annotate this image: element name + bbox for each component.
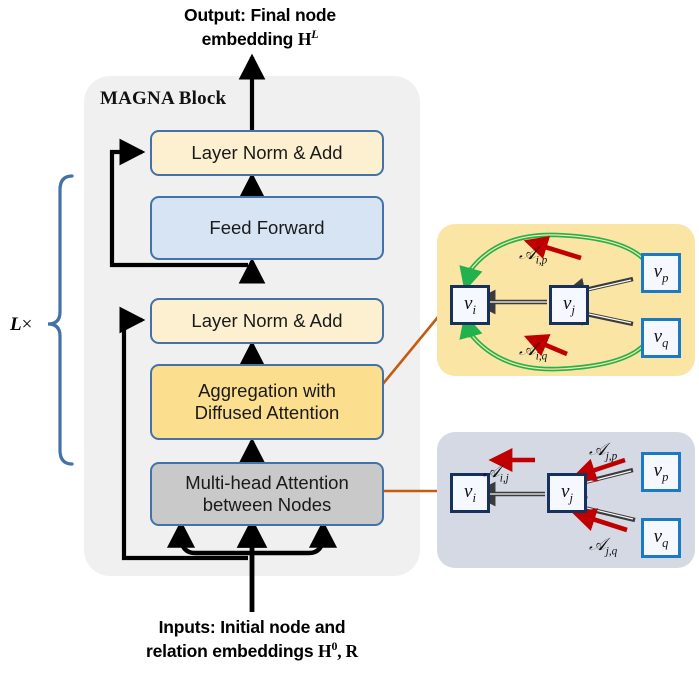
node-label: vq bbox=[653, 325, 669, 350]
block-label: Layer Norm & Add bbox=[191, 310, 343, 332]
node-label: vq bbox=[653, 525, 669, 550]
input-caption-line1: Inputs: Initial node and bbox=[158, 617, 346, 637]
input-caption-superscript: 0 bbox=[331, 639, 338, 654]
residual-connection-top bbox=[109, 138, 248, 268]
node-vi-yellow[interactable]: vi bbox=[450, 285, 490, 325]
node-vj-yellow[interactable]: vj bbox=[549, 285, 589, 325]
output-caption-line2-prefix: embedding bbox=[201, 29, 298, 50]
attention-pointer-j-q bbox=[571, 508, 628, 533]
block-label-line1: Aggregation with bbox=[198, 380, 336, 402]
node-vj-blue[interactable]: vj bbox=[547, 473, 587, 513]
block-label: Feed Forward bbox=[209, 217, 325, 239]
label-attention-j-q: 𝒜j,q bbox=[589, 535, 618, 558]
block-layer-norm-add-top[interactable]: Layer Norm & Add bbox=[150, 130, 384, 176]
arrow-input-right bbox=[252, 520, 338, 556]
output-caption-line1: Output: Final node bbox=[184, 5, 336, 25]
attention-pointer-i-p bbox=[523, 235, 582, 261]
arrow-input-left bbox=[166, 520, 252, 556]
residual-connection-bottom bbox=[119, 306, 248, 561]
output-caption-H: H bbox=[297, 29, 312, 50]
node-label: vj bbox=[563, 292, 575, 317]
label-attention-i-p: 𝒜i,p bbox=[519, 244, 548, 267]
block-label: Layer Norm & Add bbox=[191, 142, 343, 164]
node-vq-yellow[interactable]: vq bbox=[641, 318, 681, 358]
output-caption-line2: embedding HL bbox=[110, 27, 410, 51]
block-layer-norm-add-bottom[interactable]: Layer Norm & Add bbox=[150, 298, 384, 344]
block-feed-forward[interactable]: Feed Forward bbox=[150, 196, 384, 260]
diffusion-arc-bottom-inner bbox=[468, 331, 652, 370]
label-attention-i-q: 𝒜i,q bbox=[519, 340, 548, 363]
input-caption: Inputs: Initial node and relation embedd… bbox=[102, 616, 402, 663]
input-caption-line2-prefix: relation embeddings bbox=[146, 641, 319, 662]
node-vi-blue[interactable]: vi bbox=[450, 473, 490, 513]
output-caption: Output: Final node embedding HL bbox=[110, 4, 410, 51]
repeat-count-label: L× bbox=[10, 314, 32, 336]
node-vp-blue[interactable]: vp bbox=[641, 452, 681, 492]
node-label: vi bbox=[464, 292, 476, 317]
label-attention-i-j: 𝒜i,j bbox=[483, 462, 509, 485]
node-label: vp bbox=[653, 459, 669, 484]
block-multi-head-attention[interactable]: Multi-head Attention between Nodes bbox=[150, 462, 384, 526]
block-label-line2: between Nodes bbox=[202, 494, 332, 515]
node-label: vi bbox=[464, 480, 476, 505]
repeat-count-L: L bbox=[10, 314, 22, 335]
label-attention-j-p: 𝒜j,p bbox=[589, 440, 618, 463]
node-label: vj bbox=[561, 480, 573, 505]
input-caption-line2: relation embeddings H0, R bbox=[102, 639, 402, 663]
input-caption-suffix: , R bbox=[337, 641, 358, 662]
repeat-count-times: × bbox=[21, 314, 33, 335]
block-aggregation-diffused-attention[interactable]: Aggregation with Diffused Attention bbox=[150, 364, 384, 440]
attention-pointer-i-q bbox=[523, 334, 568, 357]
node-vp-yellow[interactable]: vp bbox=[641, 253, 681, 293]
block-label-line2: Diffused Attention bbox=[194, 402, 340, 423]
magna-block-title: MAGNA Block bbox=[100, 88, 227, 109]
diffusion-arc-top-head bbox=[459, 265, 483, 292]
output-caption-superscript: L bbox=[311, 27, 319, 42]
node-vq-blue[interactable]: vq bbox=[641, 518, 681, 558]
input-caption-H: H bbox=[318, 641, 332, 662]
diffusion-arc-top-inner bbox=[468, 234, 650, 273]
block-label-line1: Multi-head Attention bbox=[185, 472, 349, 494]
node-label: vp bbox=[653, 260, 669, 285]
repeat-brace bbox=[47, 174, 74, 466]
